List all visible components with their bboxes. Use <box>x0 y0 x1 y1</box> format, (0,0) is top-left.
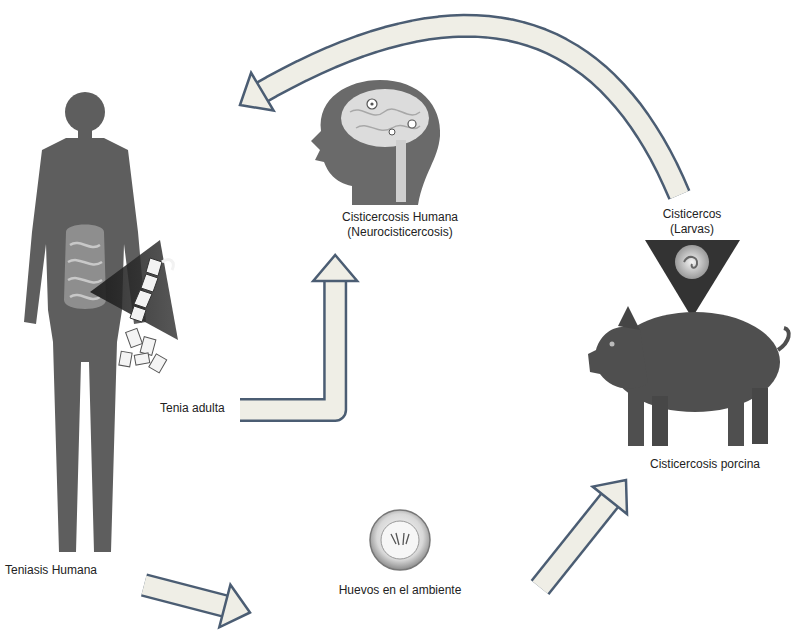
stage-label: Cisticercosis Humana (Neurocisticercosis… <box>325 210 475 240</box>
human-body <box>24 138 146 552</box>
cycle-arrow <box>540 480 627 588</box>
proglottids <box>119 328 167 372</box>
head-brain <box>311 80 440 205</box>
cyst-core <box>370 102 373 105</box>
human-stage: Tenia adultaTeniasis Humana <box>0 85 240 585</box>
spinal-cord <box>396 140 406 202</box>
pig-leg <box>752 388 768 444</box>
pig-stage: Cisticercos (Larvas) Cisticercosis porcin… <box>575 195 807 480</box>
proglottid <box>126 328 143 347</box>
tapeworm-scolex <box>162 260 173 270</box>
cysticercus-scolex <box>684 257 697 268</box>
stage-label: Huevos en el ambiente <box>300 583 500 598</box>
stage-label: Tenia adulta <box>160 401 238 416</box>
stage-label: Cisticercosis porcina <box>615 457 795 472</box>
pig-leg <box>652 396 668 446</box>
arrow-outline <box>144 585 227 607</box>
human-figure <box>24 92 178 552</box>
proglottid <box>149 354 167 373</box>
pig-leg <box>628 392 644 446</box>
cycle-arrow <box>144 585 250 628</box>
arrow-body <box>144 585 227 607</box>
cycle-arrow <box>240 26 679 195</box>
proglottid <box>134 353 150 365</box>
arrow-outline <box>240 279 335 410</box>
arrow-outline <box>540 499 611 588</box>
zoom-triangle <box>645 240 740 318</box>
pig-leg <box>728 394 744 446</box>
pig-eye <box>610 342 615 347</box>
egg-stage: Huevos en el ambiente <box>250 500 540 625</box>
pig-tail <box>778 328 789 350</box>
cyst <box>408 120 416 128</box>
arrow-body <box>240 279 335 410</box>
pig-figure <box>588 240 789 446</box>
arrow-head <box>240 73 274 111</box>
tapeworm <box>130 258 162 322</box>
hooks <box>391 533 409 545</box>
arrow-outline <box>256 26 680 195</box>
cycle-arrow <box>240 255 357 410</box>
arrow-head <box>313 255 357 281</box>
pig-ear <box>618 306 640 330</box>
cysticercus <box>675 245 709 279</box>
brain <box>341 89 429 147</box>
stage-label: Teniasis Humana <box>5 563 125 578</box>
head-silhouette <box>311 80 440 205</box>
arrow-head <box>593 480 627 514</box>
brain-folds <box>350 109 420 130</box>
cyst <box>389 129 395 135</box>
arrow-body <box>540 499 611 588</box>
oncosphere <box>381 521 419 559</box>
cyst <box>367 99 377 109</box>
arrow-head <box>219 585 250 628</box>
human-head <box>65 92 105 132</box>
neurocysticercosis-stage: Cisticercosis Humana (Neurocisticercosis… <box>280 70 520 255</box>
egg-shell <box>370 510 430 570</box>
egg <box>370 510 430 570</box>
arrow-body <box>256 26 680 195</box>
zoom-triangle <box>90 240 178 340</box>
stage-label: Cisticercos (Larvas) <box>647 207 737 237</box>
pig-head <box>588 327 648 389</box>
proglottid <box>119 351 132 367</box>
